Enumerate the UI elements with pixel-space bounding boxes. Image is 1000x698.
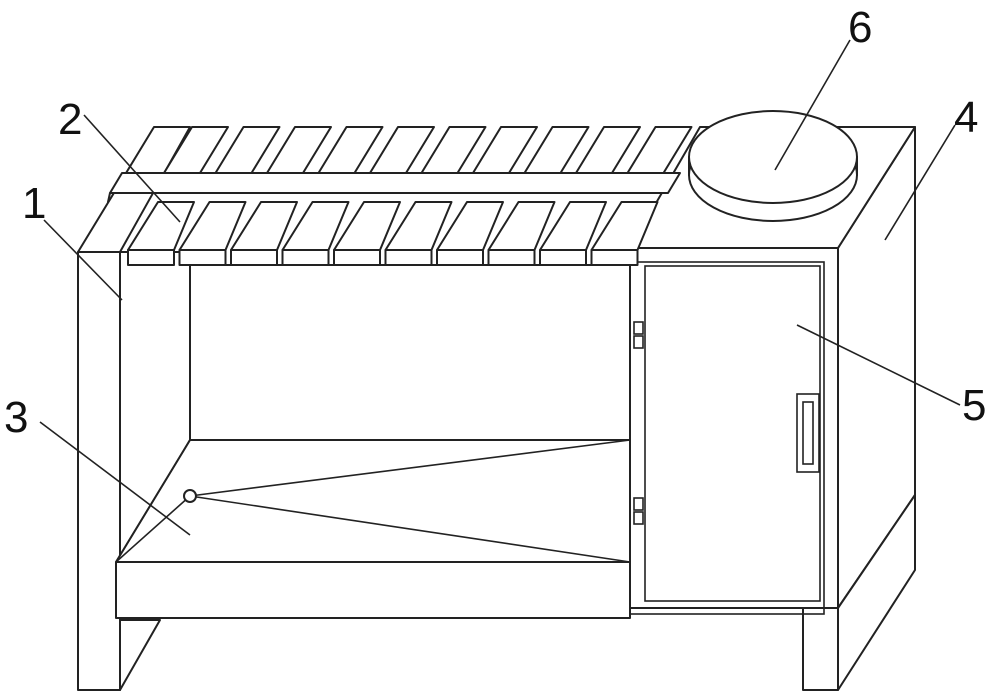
rack-slat-face [333,249,381,266]
bottom-tray [115,439,631,619]
rack-slat-back [472,126,538,174]
callout-4: 4 [954,93,978,142]
hinge-lower-a [633,497,644,511]
rack-slat-face [178,249,227,266]
door-handle-grip [802,401,814,465]
hinge-lower-b [633,511,644,525]
callout-5: 5 [962,381,986,430]
right-leg-front [802,607,839,691]
rack-slat-back [420,126,487,174]
callout-2: 2 [58,95,82,144]
drain-hole [183,489,197,503]
rack-slat-face [281,249,330,266]
rack-slat-face [436,249,484,266]
rack-slat-face [590,249,639,266]
rack-slat-face [230,249,278,266]
right-leg-side [837,494,916,691]
rack-slat-back [266,126,332,174]
slatted-rack [77,126,693,266]
callout-6: 6 [848,3,872,52]
callout-1: 1 [22,179,46,228]
rack-slat-back [369,126,435,174]
hinge-upper-a [633,321,644,335]
round-top-plate [688,110,858,222]
left-post-front [77,251,121,691]
rack-cross-rail [109,172,681,194]
rack-slat-back [523,126,590,174]
rack-slat-face [127,249,175,266]
back-panel [189,264,631,441]
rack-slat-back [214,126,281,174]
callout-3: 3 [4,393,28,442]
rack-slat-back [317,126,384,174]
rack-slat-back [575,126,641,174]
left-leg-brace [119,619,161,691]
rack-slat-face [384,249,433,266]
callout-leaders [39,39,961,536]
plate-top [688,110,858,204]
bottom-rail [115,561,631,619]
hinge-upper-b [633,335,644,349]
callout-labels: 1 2 3 4 5 6 [4,3,986,442]
cabinet-front [629,247,839,609]
door-handle [796,393,820,473]
rack-slat-face [487,249,536,266]
door-panel [644,265,821,602]
rack-slat-face [539,249,587,266]
